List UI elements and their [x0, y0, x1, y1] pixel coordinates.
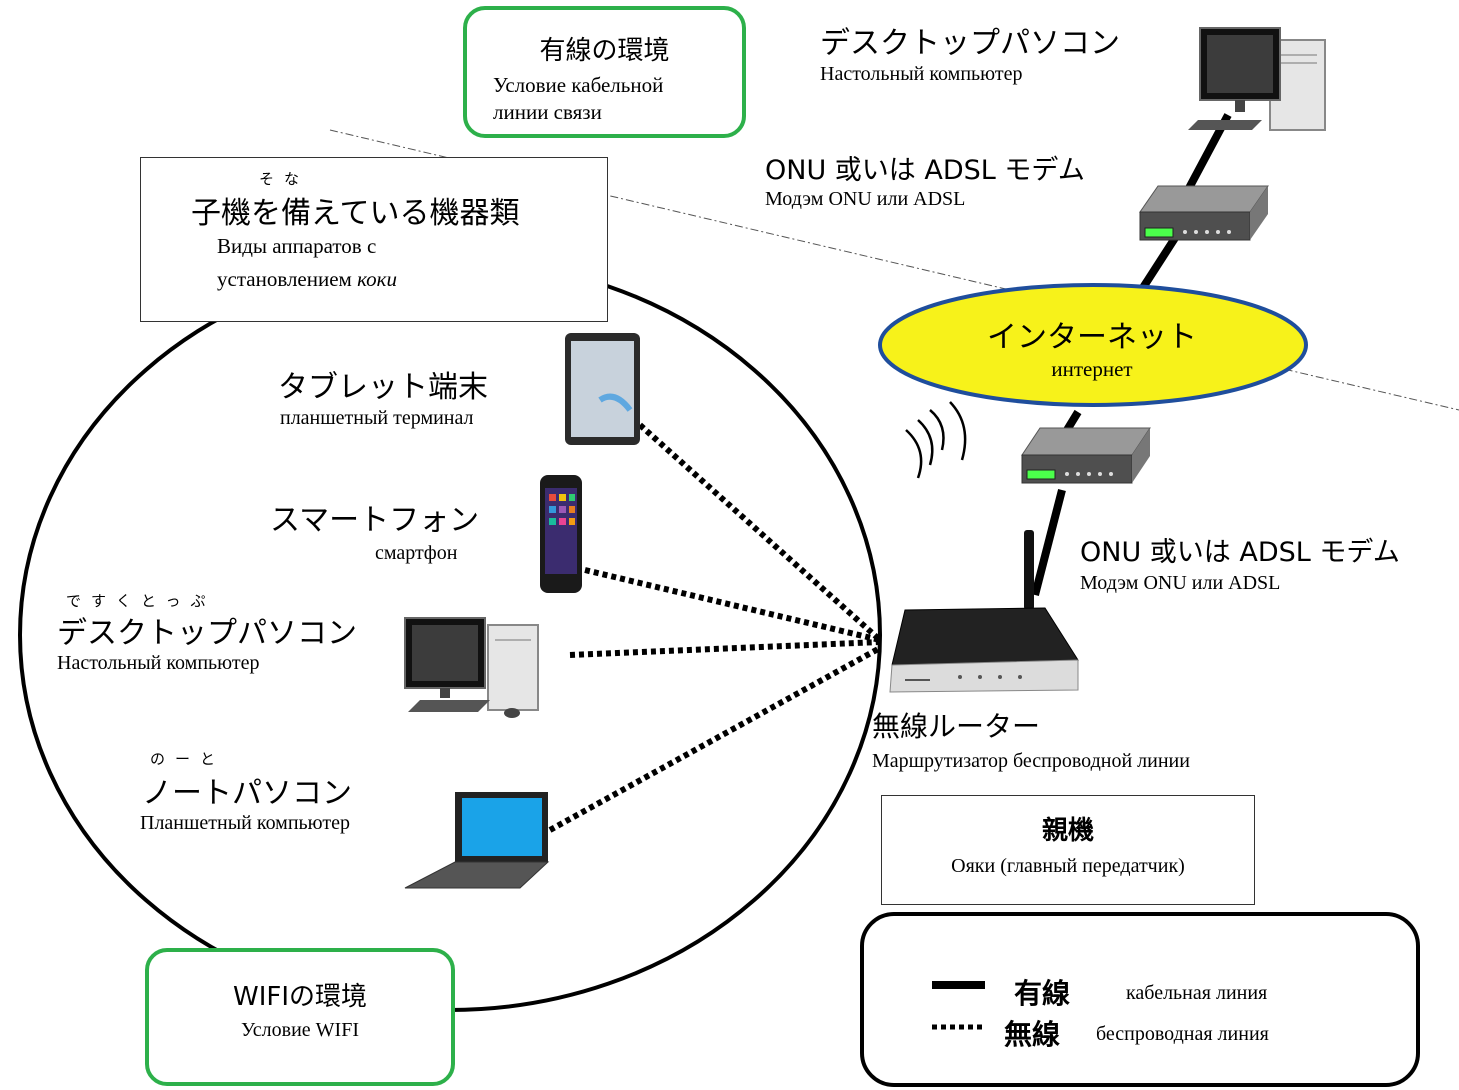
desktop-computer-wifi-icon	[404, 617, 539, 718]
legend-wireless-jp: 無線	[1004, 1018, 1061, 1051]
wireless-line-tablet	[637, 422, 883, 643]
wifi-environment-box: WIFIの環境 Условие WIFI	[145, 948, 455, 1086]
parent-device-sub: Ояки (главный передатчик)	[951, 855, 1185, 877]
child-devices-sub2-plain: установлением	[217, 267, 358, 291]
tablet-icon	[565, 333, 640, 445]
smartphone-sub: смартфон	[375, 542, 458, 564]
child-devices-sub2: установлением коки	[217, 267, 397, 292]
wired-line	[1063, 409, 1082, 433]
legend-box: 有線 кабельная линия 無線 беспроводная линия	[860, 912, 1420, 1087]
parent-device-box: 親機 Ояки (главный передатчик)	[881, 795, 1255, 905]
notebook-ruby: のーと	[150, 750, 226, 768]
legend-wired-ru: кабельная линия	[1126, 982, 1268, 1004]
wired-environment-title: 有線の環境	[539, 36, 670, 66]
wired-environment-sub2: линии связи	[493, 100, 602, 124]
child-devices-sub2-italic: коки	[357, 267, 397, 291]
modem-top-sub: Модэм ONU или ADSL	[765, 188, 966, 210]
signal-waves-icon	[905, 401, 967, 479]
desktop-computer-top-icon	[1188, 27, 1326, 131]
tablet-title: タブレット端末	[278, 370, 488, 405]
internet-title: インターネット	[987, 320, 1197, 355]
modem-bottom-sub: Модэм ONU или ADSL	[1080, 572, 1281, 594]
router-title: 無線ルーター	[872, 710, 1041, 743]
desktop-top-sub: Настольный компьютер	[820, 63, 1023, 85]
modem-top-icon	[1139, 185, 1269, 241]
wifi-environment-title: WIFIの環境	[233, 982, 367, 1012]
modem-bottom-title: ONU 或いは ADSL モデム	[1080, 537, 1400, 568]
internet-cloud	[878, 283, 1308, 407]
wireless-line-notebook	[548, 645, 882, 833]
wired-environment-box: 有線の環境 Условие кабельной линии связи	[463, 6, 746, 138]
desktop-wifi-ruby: ですくとっぷ	[66, 592, 216, 610]
child-devices-box: そな 子機を備えている機器類 Виды аппаратов с установл…	[140, 157, 608, 322]
legend-wired-jp: 有線	[1014, 977, 1071, 1010]
wireless-line-smartphone	[584, 567, 881, 643]
child-devices-ruby: そな	[259, 170, 310, 188]
wired-line	[1031, 489, 1066, 596]
child-devices-sub1: Виды аппаратов с	[217, 234, 377, 258]
smartphone-title: スマートフォン	[270, 503, 480, 538]
parent-device-title: 親機	[1041, 816, 1094, 846]
notebook-sub: Планшетный компьютер	[140, 812, 350, 834]
modem-top-title: ONU 或いは ADSL モデム	[765, 155, 1085, 186]
desktop-top-title: デスクトップパソコン	[820, 26, 1120, 61]
internet-sub: интернет	[1051, 357, 1133, 381]
notebook-pc-icon	[404, 792, 550, 889]
wireless-line-desktop	[569, 639, 881, 658]
desktop-wifi-title: デスクトップパソコン	[57, 616, 357, 651]
wired-environment-sub1: Условие кабельной	[493, 73, 664, 97]
wireless-router-icon	[889, 530, 1079, 693]
smartphone-icon	[540, 475, 582, 593]
router-sub: Маршрутизатор беспроводной линии	[872, 750, 1190, 772]
modem-bottom-icon	[1021, 427, 1151, 484]
legend-wireless-ru: беспроводная линия	[1096, 1023, 1269, 1045]
tablet-sub: планшетный терминал	[280, 407, 474, 429]
notebook-title: ノートパソコン	[142, 776, 352, 811]
desktop-wifi-sub: Настольный компьютер	[57, 652, 260, 674]
child-devices-title: 子機を備えている機器類	[191, 196, 520, 231]
wifi-environment-sub: Условие WIFI	[241, 1019, 359, 1041]
divider-line	[329, 129, 1011, 291]
